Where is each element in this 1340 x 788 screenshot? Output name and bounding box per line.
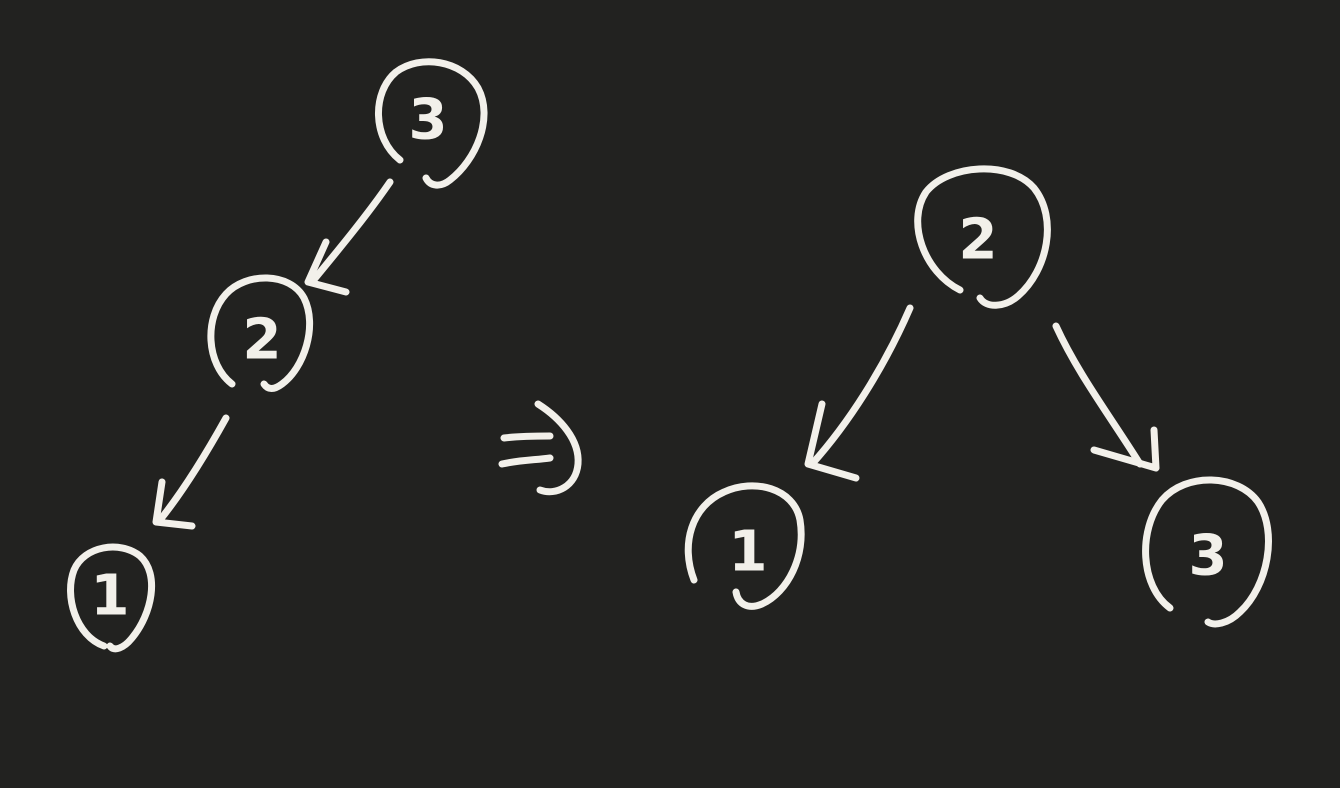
after-edge-2-3-arrowhead [1090,426,1160,472]
after-edge-2-3 [1052,322,1160,472]
after-edge-2-3-line [1052,322,1144,468]
before-edge-3-2 [304,178,394,296]
before-edge-2-1 [152,414,230,530]
before-edge-3-2-line [308,178,394,286]
after-node-1-circle [684,482,805,610]
after-tree: 2 1 3 [684,165,1272,628]
after-edge-2-1-arrowhead [804,400,860,482]
before-node-1-circle [67,543,156,653]
before-node-2-circle [207,274,314,392]
before-node-1-label: 1 [91,564,130,629]
implies-arrow-icon [498,400,582,496]
after-edge-2-1 [804,304,914,482]
after-node-3-label: 3 [1189,524,1228,589]
after-edge-2-1-line [808,304,914,468]
after-node-3: 3 [1142,476,1272,628]
before-node-3: 3 [375,58,488,189]
after-node-2-circle [914,165,1051,309]
after-node-2-label: 2 [959,208,998,273]
before-node-1: 1 [67,543,156,653]
after-node-1: 1 [684,482,805,610]
before-edge-2-1-arrowhead [152,478,196,530]
before-node-3-label: 3 [409,88,448,153]
implies-arrow-bar-bottom [498,454,554,468]
implies-arrow-bar-top [500,432,554,442]
before-node-2-label: 2 [243,308,282,373]
before-node-2: 2 [207,274,314,392]
before-node-3-circle [375,58,488,189]
before-tree: 3 2 1 [67,58,488,653]
before-edge-2-1-line [156,414,230,524]
after-node-1-label: 1 [729,520,768,585]
before-edge-3-2-arrowhead [304,238,350,296]
implies-arrow-head [534,400,582,496]
after-node-2: 2 [914,165,1051,309]
after-node-3-circle [1142,476,1272,628]
